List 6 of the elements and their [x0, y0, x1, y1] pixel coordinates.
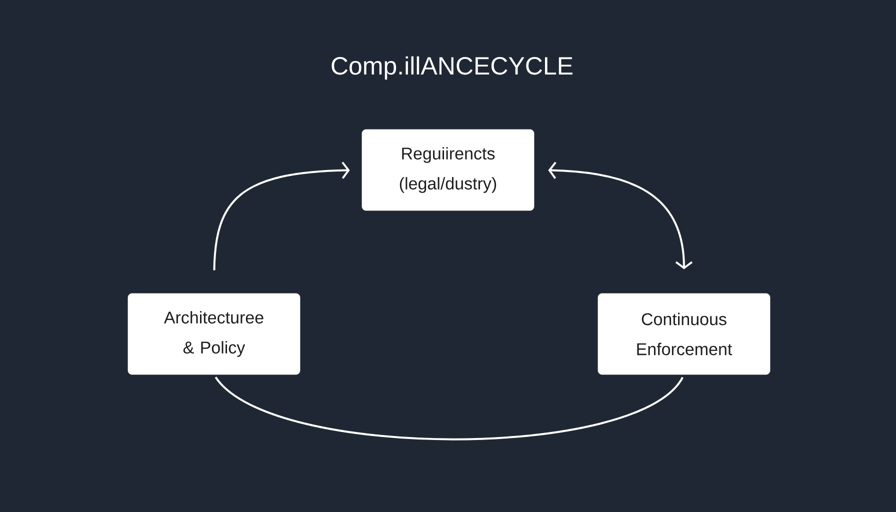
process-box: Continuous Enforcement	[598, 293, 770, 375]
title: Comp.illANCECYCLE	[332, 56, 572, 80]
arrow	[548, 162, 693, 270]
process-box: Architecturee & Policy	[128, 293, 300, 375]
arrow	[213, 162, 350, 270]
process-box: Reguiirencts (legal/dustry)	[362, 129, 534, 211]
